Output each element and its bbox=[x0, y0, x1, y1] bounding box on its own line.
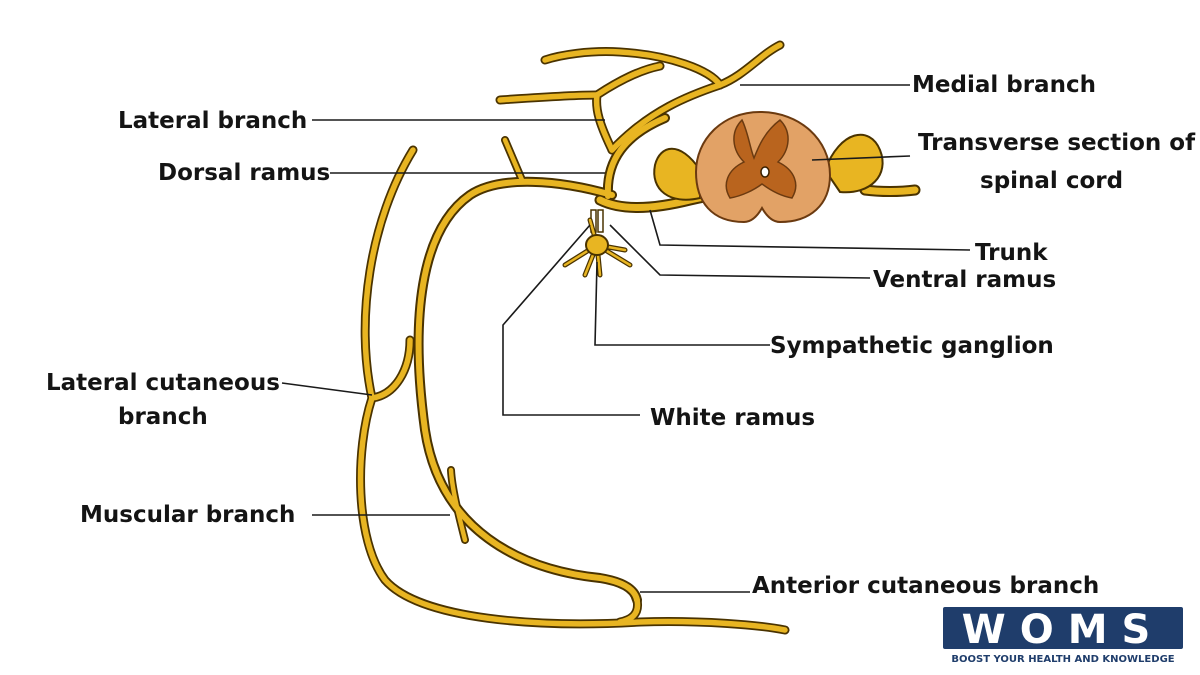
label-lateral-branch: Lateral branch bbox=[118, 108, 307, 134]
label-lateral-cutaneous-line1: Lateral cutaneous bbox=[46, 370, 280, 396]
label-lateral-cutaneous-line2: branch bbox=[118, 404, 208, 430]
leader-ventral-ramus bbox=[609, 224, 871, 279]
label-white-ramus: White ramus bbox=[650, 405, 815, 431]
label-transverse-section-line1: Transverse section of bbox=[918, 130, 1196, 156]
woms-logo: WOMS BOOST YOUR HEALTH AND KNOWLEDGE bbox=[943, 607, 1183, 665]
leader-lines bbox=[281, 84, 971, 593]
labels: Medial branch Lateral branch Transverse … bbox=[46, 72, 1196, 599]
left-root-lobe bbox=[653, 147, 701, 201]
grey-matter bbox=[725, 118, 797, 199]
label-medial-branch: Medial branch bbox=[912, 72, 1096, 98]
nerve-fills bbox=[357, 42, 919, 633]
leader-lateral-cutaneous bbox=[281, 382, 373, 396]
leader-trunk bbox=[649, 209, 971, 251]
label-sympathetic-ganglion: Sympathetic ganglion bbox=[770, 333, 1054, 359]
sympathetic-ganglion-shape bbox=[562, 209, 633, 278]
central-canal bbox=[760, 166, 770, 178]
leader-white-ramus bbox=[502, 224, 640, 416]
leader-sympathetic-ganglion bbox=[594, 261, 770, 346]
logo-wordmark: WOMS bbox=[962, 607, 1165, 653]
spinal-cord-section bbox=[653, 110, 884, 224]
leader-transverse-section bbox=[811, 155, 911, 161]
label-dorsal-ramus: Dorsal ramus bbox=[158, 160, 330, 186]
label-trunk: Trunk bbox=[975, 240, 1048, 266]
label-ventral-ramus: Ventral ramus bbox=[873, 267, 1056, 293]
label-anterior-cutaneous-branch: Anterior cutaneous branch bbox=[752, 573, 1099, 599]
label-muscular-branch: Muscular branch bbox=[80, 502, 295, 528]
label-transverse-section-line2: spinal cord bbox=[980, 168, 1123, 194]
logo-tagline: BOOST YOUR HEALTH AND KNOWLEDGE bbox=[951, 654, 1174, 665]
logo-background bbox=[943, 607, 1183, 649]
right-root-lobe bbox=[823, 133, 884, 194]
